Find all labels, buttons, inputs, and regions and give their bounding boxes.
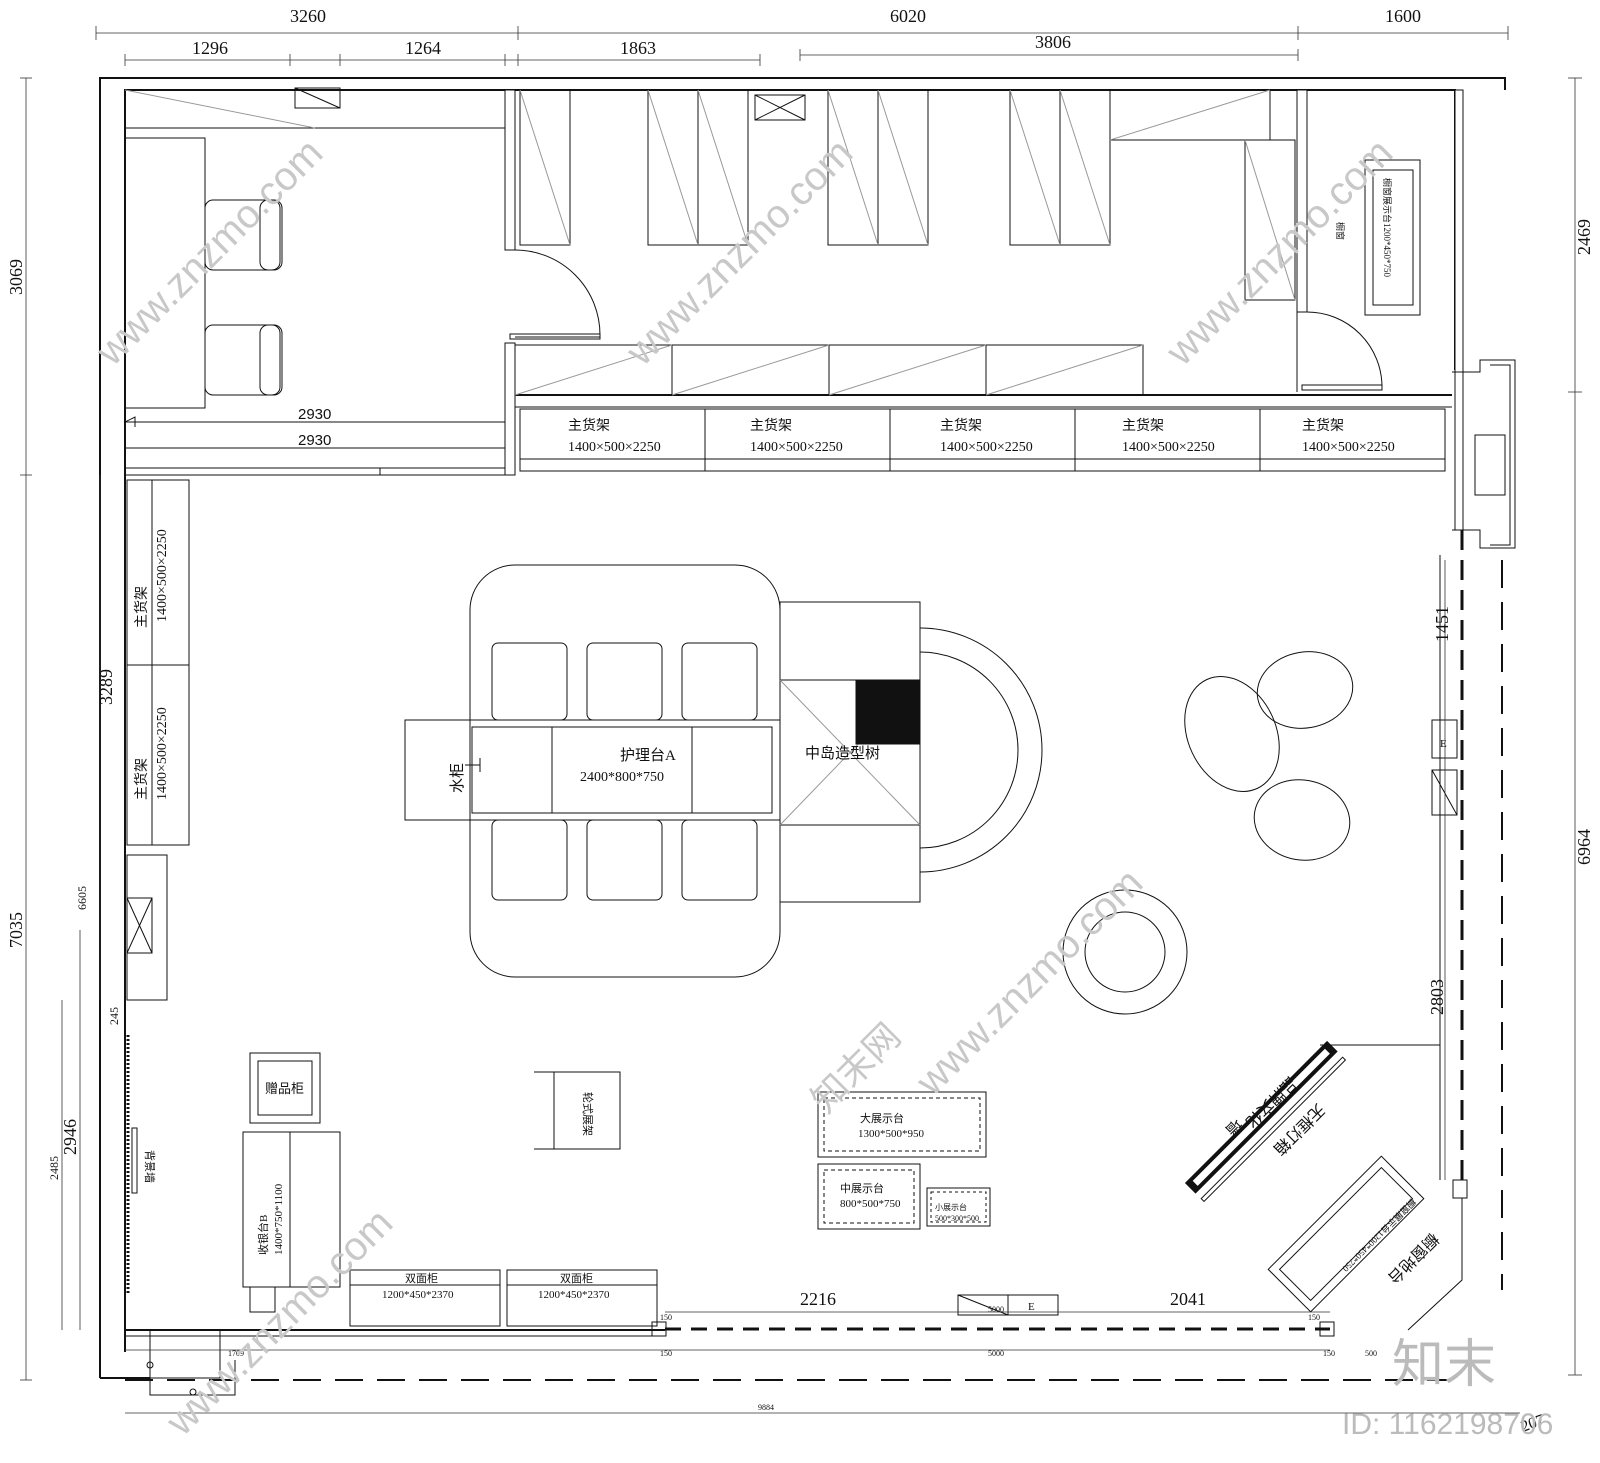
dim-bottom-2: 2041 [1170,1289,1206,1309]
dim-left-7: 245 [107,1007,121,1025]
double-cabinet-2-size: 1200*450*2370 [538,1289,610,1301]
dim-room-2: 2930 [298,432,331,449]
cashier-size: 1400*750*1100 [273,1183,285,1255]
large-display-size: 1300*500*950 [858,1128,925,1140]
left-shelf-2-name: 主货架 [133,758,150,800]
staff-room-furniture [124,87,505,449]
dim-inner-4: 3806 [1035,32,1071,52]
large-display-label: 大展示台 [860,1111,904,1125]
left-shelf-1-size: 1400×500×2250 [155,529,170,622]
double-cabinet-2-label: 双面柜 [560,1272,593,1285]
dim-small-2: 150 [660,1349,672,1358]
shelf-1-name: 主货架 [568,417,610,434]
dim-small-4: 150 [1323,1349,1335,1358]
medium-display-size: 800*500*750 [840,1198,901,1210]
left-wall-shelves [126,479,190,1001]
dim-inner-1: 1296 [192,38,228,58]
shelf-5-size: 1400×500×2250 [1302,440,1395,455]
bottom-wall [125,1294,1450,1396]
dim-small-5: 500 [1365,1349,1377,1358]
shelf-4-name: 主货架 [1122,417,1164,434]
background-wall [126,1035,138,1295]
dim-right-3: 6964 [1574,829,1594,865]
shelf-3-name: 主货架 [940,417,982,434]
shelf-1-size: 1400×500×2250 [568,440,661,455]
dim-right-4: 2803 [1427,979,1447,1015]
dim-right-2: 1451 [1432,606,1452,642]
dim-left-1: 3069 [6,259,26,295]
dim-top-2: 6020 [890,6,926,26]
island-tree [779,601,1043,903]
dim-small-3: 150 [1308,1313,1320,1322]
dim-small-6: 1709 [228,1349,244,1358]
dim-small-7: 5000 [988,1349,1004,1358]
brand-wall [1184,1040,1347,1203]
cashier-label: 收银台B [256,1215,270,1255]
window-platform [1267,1155,1425,1313]
e-mark-bottom: E [1028,1301,1035,1313]
dim-left-2: 3289 [96,669,116,705]
dim-inner-2: 1264 [405,38,441,58]
gift-cabinet-label: 赠品柜 [265,1081,304,1096]
labels: 主货架 1400×500×2250 主货架 1400×500×2250 主货架 … [133,178,1447,1313]
e-mark-right: E [1440,738,1447,750]
window-platform-label: 橱窗地台 [1384,1229,1442,1287]
wheel-rack [534,1071,621,1150]
cashier-desk [242,1131,341,1313]
window-table-top-label: 橱窗展示台1200*450*750 [1382,178,1393,278]
watermark-id: ID: 1162198706 [1342,1408,1554,1441]
shelf-2-name: 主货架 [750,417,792,434]
small-display-size: 500*300*500 [935,1214,979,1223]
care-table-label: 护理台A [620,747,676,764]
wheel-rack-label: 轮式展架 [581,1092,595,1136]
dim-left-3: 7035 [6,912,26,948]
decor-ellipses [1062,651,1354,1015]
mirror-label: 背景墙 [143,1150,157,1183]
small-display-label: 小展示台 [935,1202,967,1212]
island-tree-label: 中岛造型树 [805,745,880,762]
shelf-2-size: 1400×500×2250 [750,440,843,455]
dim-top-3: 1600 [1385,6,1421,26]
medium-display-label: 中展示台 [840,1181,884,1195]
storefront [651,89,1516,1337]
double-cabinets [349,1269,658,1327]
care-table-size: 2400*800*750 [580,770,664,785]
water-cabinet-label: 水柜 [449,763,466,793]
shelf-5-name: 主货架 [1302,417,1344,434]
dimension-text: 3260 6020 1600 1296 1264 1863 3806 3069 … [6,6,1594,1436]
dim-top-1: 3260 [290,6,326,26]
dim-small-9: 5000 [988,1305,1004,1314]
display-tables [817,1091,991,1230]
dim-left-6: 2485 [47,1156,61,1180]
double-cabinet-1-label: 双面柜 [405,1272,438,1285]
shelf-4-size: 1400×500×2250 [1122,440,1215,455]
care-table-cluster [404,564,781,978]
dim-room-1: 2930 [298,406,331,423]
window-text-label: 橱窗 [1335,222,1346,240]
dim-inner-3: 1863 [620,38,656,58]
dim-small-8: 9884 [758,1403,774,1412]
dim-left-4: 6605 [75,886,89,910]
double-cabinet-1-size: 1200*450*2370 [382,1289,454,1301]
brand-culture-label: 品牌文化 [1242,1073,1300,1131]
main-shelf-row [519,408,1446,472]
left-shelf-2-size: 1400×500×2250 [155,707,170,800]
dim-right-1: 2469 [1574,219,1594,255]
dim-small-1: 150 [660,1313,672,1322]
gift-cabinet [249,1052,321,1124]
shelf-3-size: 1400×500×2250 [940,440,1033,455]
watermark-logo: 知末 [1392,1336,1497,1394]
left-shelf-1-name: 主货架 [133,586,150,628]
dimension-lines [20,26,1582,1414]
dim-left-5: 2946 [60,1119,80,1155]
storage-room-shelving [509,89,1421,396]
dim-bottom-1: 2216 [800,1289,836,1309]
